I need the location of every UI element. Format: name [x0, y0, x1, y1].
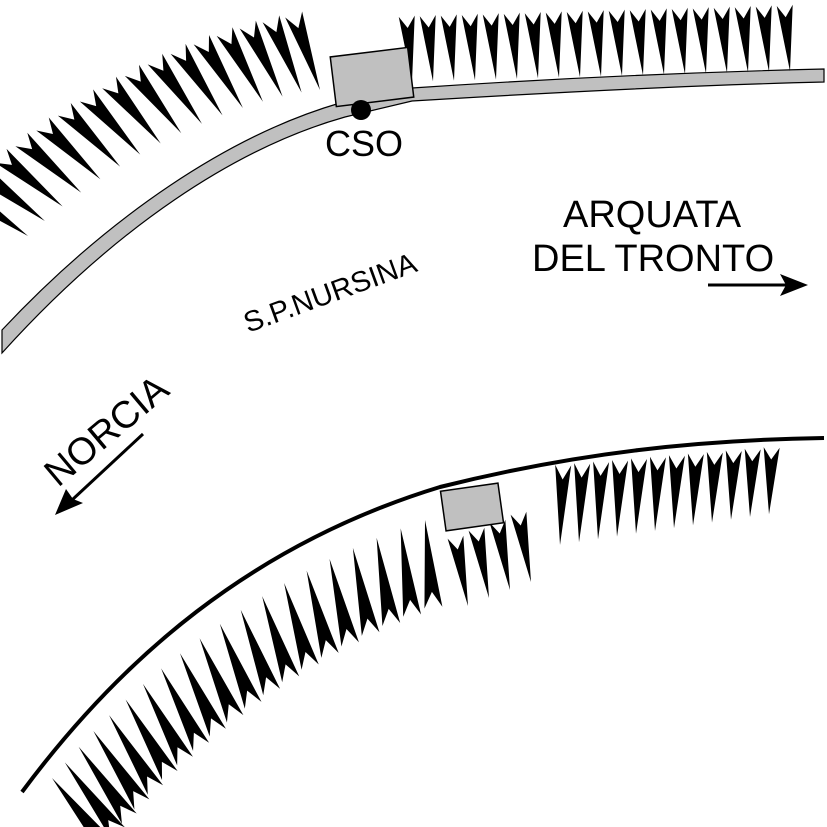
lower-right-slope-hatching [555, 447, 780, 545]
lower-road-edge [20, 436, 825, 794]
direction-east-line2: DEL TRONTO [532, 238, 774, 280]
upper-right-slope-hatching [398, 4, 793, 82]
direction-west-label: NORCIA [37, 367, 178, 495]
upper-station-block [329, 46, 415, 108]
upper-left-slope-hatching [0, 11, 320, 236]
cso-label: CSO [325, 123, 403, 164]
cso-point-icon [351, 100, 371, 120]
lower-left-slope-hatching [52, 520, 443, 827]
arrow-down-left-icon [55, 432, 145, 515]
lower-middle-slope-hatching [447, 511, 531, 606]
upper-road-band [1, 68, 825, 355]
arrow-right-icon [708, 274, 808, 296]
direction-east-line1: ARQUATA [563, 194, 742, 236]
road-label: S.P.NURSINA [239, 247, 421, 339]
lower-station-block [439, 482, 505, 532]
